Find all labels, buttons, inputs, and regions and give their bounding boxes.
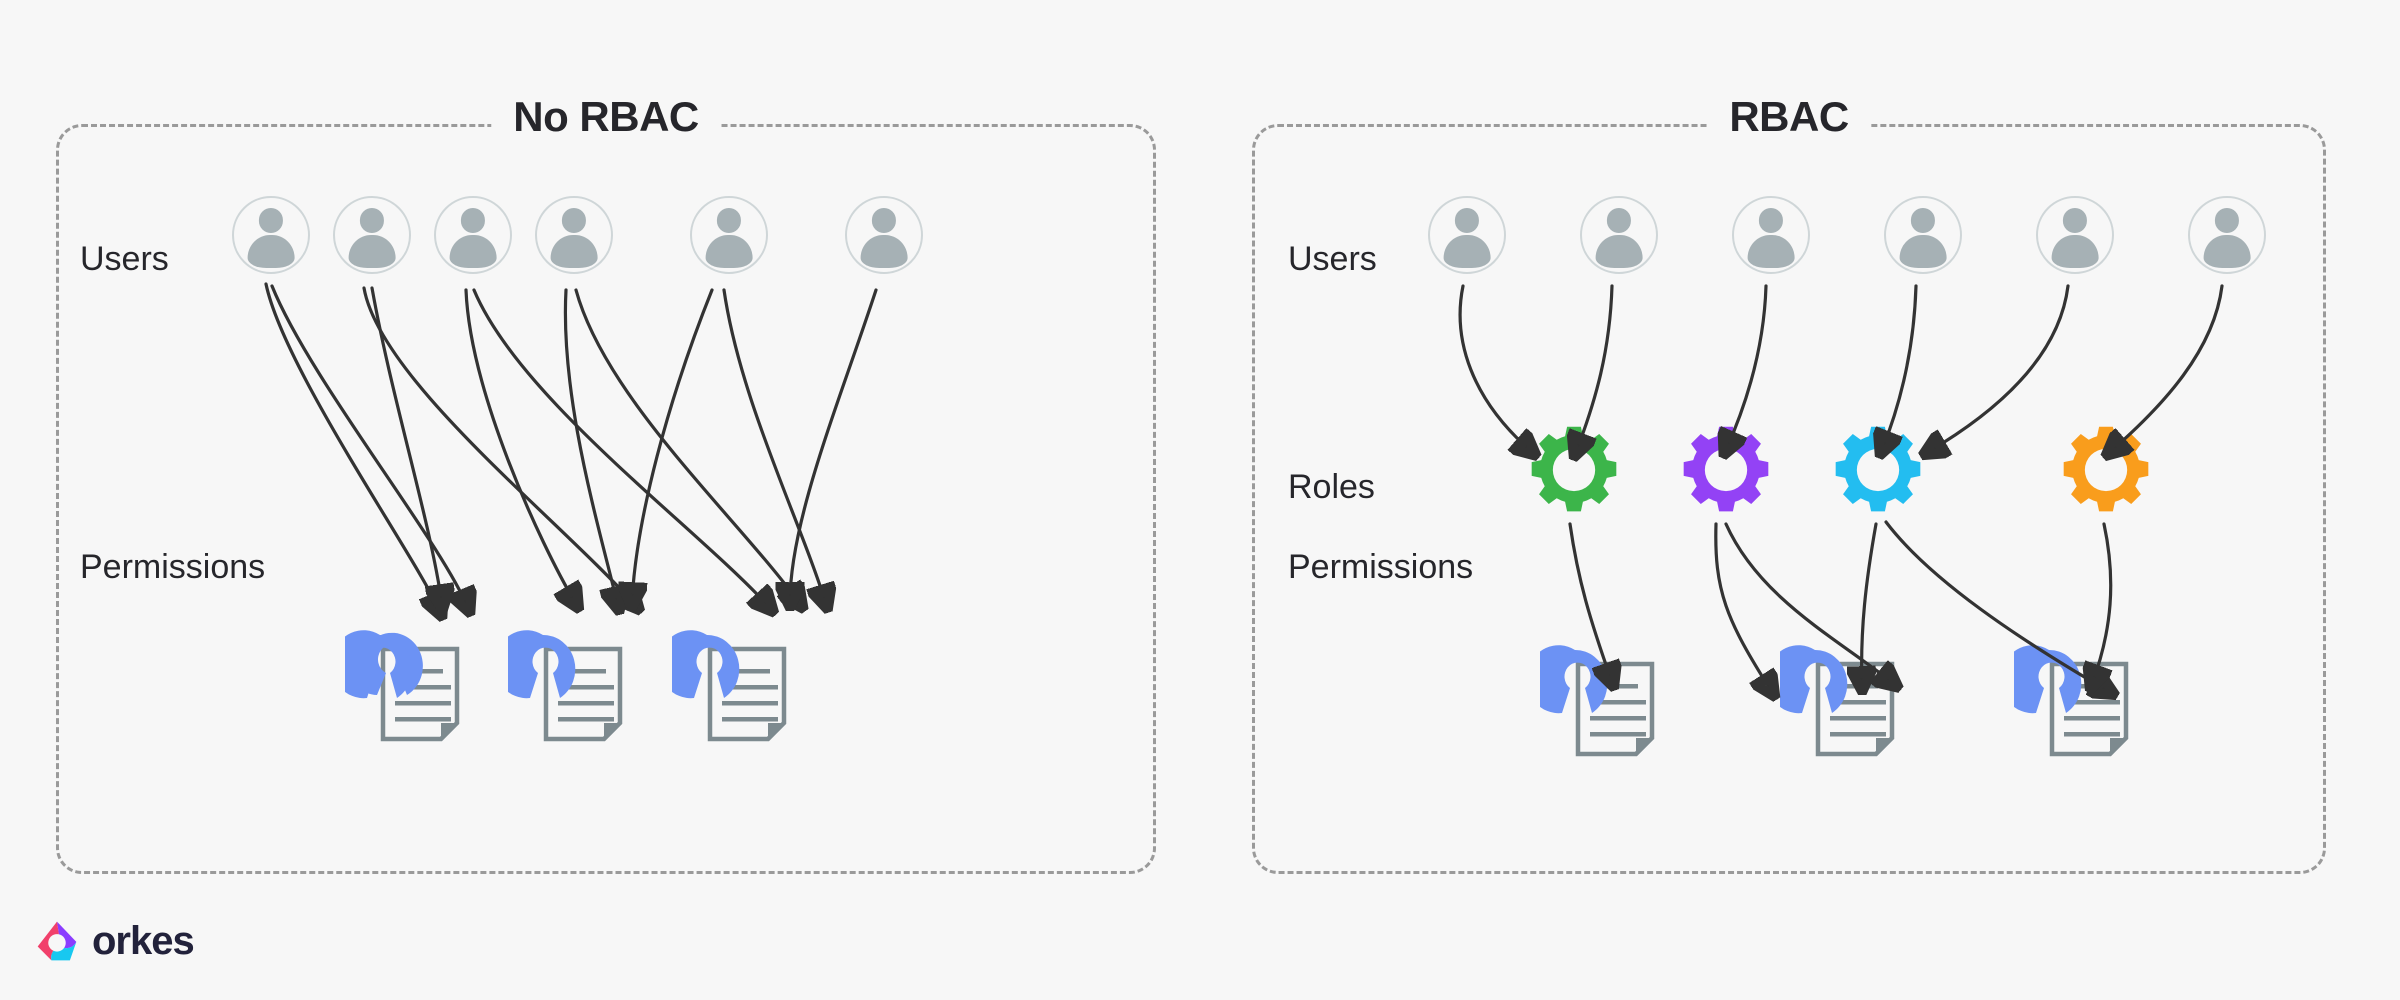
permission-document-icon[interactable] — [1780, 640, 1918, 770]
user-avatar-icon[interactable] — [1428, 196, 1506, 274]
avatar-head — [2062, 208, 2088, 233]
user-avatar-icon[interactable] — [845, 196, 923, 274]
lock-keyhole-shape — [672, 630, 740, 699]
user-avatar-icon[interactable] — [1884, 196, 1962, 274]
avatar-body — [2051, 235, 2099, 268]
avatar-head — [716, 208, 742, 233]
permission-document-icon[interactable] — [508, 625, 646, 755]
avatar-head — [460, 208, 486, 233]
document-shape — [2049, 661, 2129, 757]
permission-document-icon[interactable] — [1540, 640, 1678, 770]
avatar-body — [550, 235, 598, 268]
avatar-head — [359, 208, 385, 233]
avatar-body — [1747, 235, 1795, 268]
user-avatar-icon[interactable] — [2036, 196, 2114, 274]
document-shape — [707, 646, 787, 742]
user-avatar-icon[interactable] — [2188, 196, 2266, 274]
avatar-head — [1910, 208, 1936, 233]
user-avatar-icon[interactable] — [1732, 196, 1810, 274]
user-avatar-icon[interactable] — [690, 196, 768, 274]
avatar-body — [348, 235, 396, 268]
row-label-users-no-rbac: Users — [80, 240, 169, 278]
row-label-users-rbac: Users — [1288, 240, 1377, 278]
user-avatar-icon[interactable] — [535, 196, 613, 274]
gear-shape — [1683, 426, 1769, 512]
orkes-logo: orkes — [34, 918, 195, 964]
lock-keyhole-shape — [508, 630, 576, 699]
panel-rbac: RBAC — [1252, 93, 2326, 874]
avatar-body — [1595, 235, 1643, 268]
user-avatar-icon[interactable] — [232, 196, 310, 274]
document-shape — [1575, 661, 1655, 757]
role-gear-icon-orange[interactable] — [2060, 424, 2152, 516]
row-label-permissions-rbac: Permissions — [1288, 548, 1474, 586]
lock-keyhole-shape — [1780, 645, 1848, 714]
orkes-mark-icon — [37, 921, 77, 961]
avatar-body — [449, 235, 497, 268]
avatar-head — [1758, 208, 1784, 233]
avatar-head — [1606, 208, 1632, 233]
role-gear-icon-purple[interactable] — [1680, 424, 1772, 516]
avatar-body — [247, 235, 295, 268]
avatar-body — [2203, 235, 2251, 268]
permission-document-icon[interactable] — [672, 625, 810, 755]
panel-title-no-rbac: No RBAC — [491, 93, 721, 141]
user-avatar-icon[interactable] — [333, 196, 411, 274]
avatar-body — [1443, 235, 1491, 268]
avatar-head — [561, 208, 587, 233]
lock-keyhole-shape — [1540, 645, 1608, 714]
permission-document-icon[interactable] — [2014, 640, 2152, 770]
avatar-head — [871, 208, 897, 233]
panel-no-rbac: No RBAC — [56, 93, 1156, 874]
panel-title-rbac: RBAC — [1707, 93, 1871, 141]
avatar-body — [705, 235, 753, 268]
gear-shape — [1531, 426, 1617, 512]
row-label-roles-rbac: Roles — [1288, 468, 1375, 506]
permission-document-icon[interactable] — [345, 625, 483, 755]
role-gear-icon-green[interactable] — [1528, 424, 1620, 516]
avatar-body — [1899, 235, 1947, 268]
user-avatar-icon[interactable] — [1580, 196, 1658, 274]
lock-keyhole-shape — [2014, 645, 2082, 714]
user-avatar-icon[interactable] — [434, 196, 512, 274]
avatar-head — [258, 208, 284, 233]
document-shape — [1815, 661, 1895, 757]
avatar-body — [860, 235, 908, 268]
avatar-head — [2214, 208, 2240, 233]
orkes-wordmark: orkes — [92, 918, 195, 963]
document-shape — [543, 646, 623, 742]
role-gear-icon-cyan[interactable] — [1832, 424, 1924, 516]
row-label-permissions-no-rbac: Permissions — [80, 548, 266, 586]
avatar-head — [1454, 208, 1480, 233]
gear-shape — [2063, 426, 2149, 512]
gear-shape — [1835, 426, 1921, 512]
